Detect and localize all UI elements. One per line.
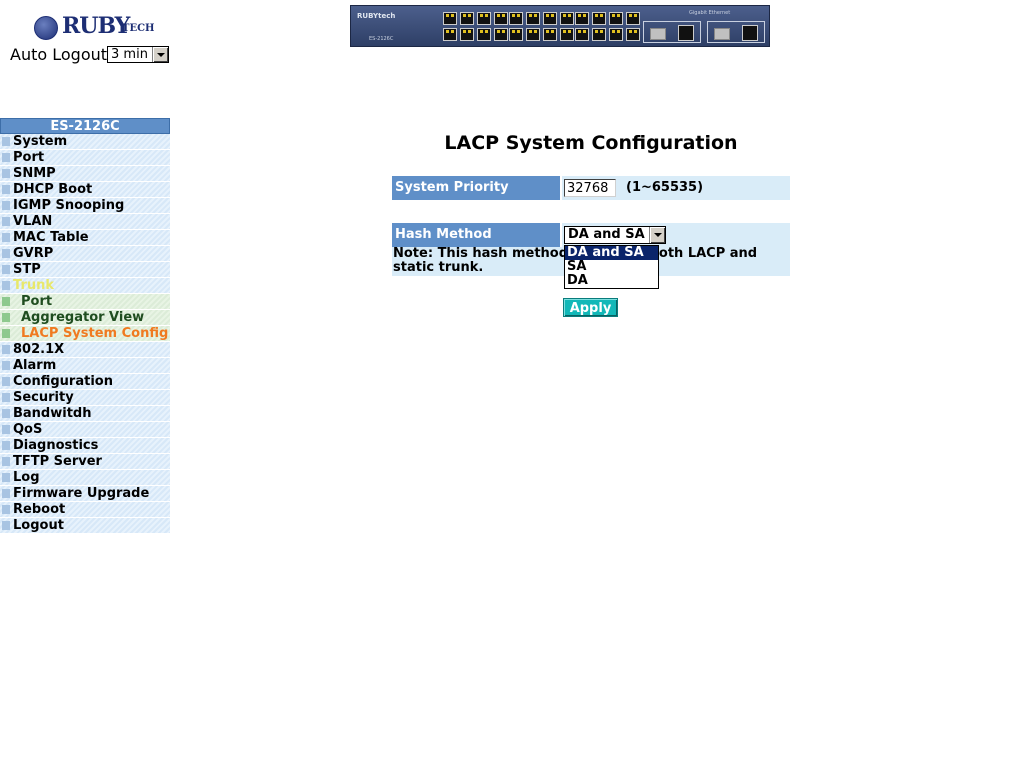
ethernet-port-icon bbox=[575, 12, 589, 25]
sfp-slot-icon bbox=[650, 28, 666, 40]
auto-logout: Auto Logout 3 min bbox=[10, 45, 169, 64]
system-priority-row: System Priority (1~65535) bbox=[392, 176, 790, 200]
hash-method-value: DA and SA bbox=[568, 227, 645, 242]
ethernet-port-icon bbox=[509, 12, 523, 25]
ethernet-port-icon bbox=[592, 28, 606, 41]
port-group-2 bbox=[509, 12, 574, 42]
sidebar-item-trunk[interactable]: Trunk bbox=[0, 278, 170, 294]
ethernet-port-icon bbox=[526, 12, 540, 25]
auto-logout-select[interactable]: 3 min bbox=[107, 46, 169, 63]
sidebar-item-gvrp[interactable]: GVRP bbox=[0, 246, 170, 262]
sidebar-item-igmp-snooping[interactable]: IGMP Snooping bbox=[0, 198, 170, 214]
sidebar-item-reboot[interactable]: Reboot bbox=[0, 502, 170, 518]
hash-method-select[interactable]: DA and SA bbox=[564, 226, 666, 244]
gigabit-port-1 bbox=[643, 21, 701, 43]
sidebar-item-logout[interactable]: Logout bbox=[0, 518, 170, 534]
sidebar-item-vlan[interactable]: VLAN bbox=[0, 214, 170, 230]
chevron-down-icon[interactable] bbox=[151, 47, 168, 62]
ethernet-port-icon bbox=[626, 12, 640, 25]
system-priority-range: (1~65535) bbox=[626, 180, 704, 195]
sidebar-item-diagnostics[interactable]: Diagnostics bbox=[0, 438, 170, 454]
ethernet-port-icon bbox=[460, 12, 474, 25]
chevron-down-icon[interactable] bbox=[648, 227, 665, 243]
sidebar-item-snmp[interactable]: SNMP bbox=[0, 166, 170, 182]
device-logo: RUBYtech bbox=[357, 12, 396, 20]
sidebar-item-stp[interactable]: STP bbox=[0, 262, 170, 278]
ethernet-port-icon bbox=[477, 12, 491, 25]
system-priority-input[interactable] bbox=[564, 179, 616, 197]
logo-brand-suffix: TECH bbox=[122, 23, 155, 34]
ethernet-port-icon bbox=[575, 28, 589, 41]
sidebar-item-firmware-upgrade[interactable]: Firmware Upgrade bbox=[0, 486, 170, 502]
logo-emblem-icon bbox=[34, 16, 58, 40]
ethernet-port-icon bbox=[609, 12, 623, 25]
sidebar-item-8021x[interactable]: 802.1X bbox=[0, 342, 170, 358]
port-group-3 bbox=[575, 12, 640, 42]
ethernet-port-icon bbox=[560, 28, 574, 41]
hash-method-dropdown-list: DA and SA SA DA bbox=[564, 245, 659, 289]
sidebar-nav: ES-2126C System Port SNMP DHCP Boot IGMP… bbox=[0, 118, 170, 534]
ethernet-port-icon bbox=[460, 28, 474, 41]
ethernet-port-icon bbox=[543, 12, 557, 25]
ethernet-port-icon bbox=[477, 28, 491, 41]
sidebar-item-tftp-server[interactable]: TFTP Server bbox=[0, 454, 170, 470]
sidebar-item-bandwidth[interactable]: Bandwitdh bbox=[0, 406, 170, 422]
sidebar-header: ES-2126C bbox=[0, 118, 170, 134]
ethernet-port-icon bbox=[626, 28, 640, 41]
ethernet-port-icon bbox=[443, 28, 457, 41]
switch-front-panel-image: RUBYtech ES-2126C Gigabit Ethernet bbox=[350, 5, 770, 47]
ethernet-port-icon bbox=[678, 25, 694, 41]
ethernet-port-icon bbox=[592, 12, 606, 25]
sidebar-item-security[interactable]: Security bbox=[0, 390, 170, 406]
ethernet-port-icon bbox=[509, 28, 523, 41]
ethernet-port-icon bbox=[560, 12, 574, 25]
sidebar-item-log[interactable]: Log bbox=[0, 470, 170, 486]
sidebar-item-mac-table[interactable]: MAC Table bbox=[0, 230, 170, 246]
sidebar-subitem-trunk-port[interactable]: Port bbox=[0, 294, 170, 310]
ethernet-port-icon bbox=[494, 12, 508, 25]
sidebar-item-configuration[interactable]: Configuration bbox=[0, 374, 170, 390]
hash-option-sa[interactable]: SA bbox=[567, 259, 587, 274]
device-model-label: ES-2126C bbox=[369, 36, 394, 42]
ethernet-port-icon bbox=[742, 25, 758, 41]
auto-logout-label: Auto Logout bbox=[10, 45, 108, 64]
sidebar-item-dhcp-boot[interactable]: DHCP Boot bbox=[0, 182, 170, 198]
auto-logout-value: 3 min bbox=[111, 47, 148, 62]
sfp-slot-icon bbox=[714, 28, 730, 40]
gigabit-port-2 bbox=[707, 21, 765, 43]
sidebar-item-alarm[interactable]: Alarm bbox=[0, 358, 170, 374]
sidebar-item-qos[interactable]: QoS bbox=[0, 422, 170, 438]
logo-brand-text: RUBY bbox=[62, 13, 130, 39]
sidebar-subitem-lacp-system-config[interactable]: LACP System Config bbox=[0, 326, 170, 342]
sidebar-item-system[interactable]: System bbox=[0, 134, 170, 150]
hash-method-label: Hash Method bbox=[392, 223, 562, 247]
apply-button[interactable]: Apply bbox=[563, 298, 618, 317]
sidebar-subitem-aggregator-view[interactable]: Aggregator View bbox=[0, 310, 170, 326]
ethernet-port-icon bbox=[443, 12, 457, 25]
system-priority-label: System Priority bbox=[392, 176, 562, 200]
hash-option-da[interactable]: DA bbox=[567, 273, 588, 288]
ethernet-port-icon bbox=[543, 28, 557, 41]
ethernet-port-icon bbox=[526, 28, 540, 41]
hash-option-da-and-sa[interactable]: DA and SA bbox=[565, 246, 658, 260]
ethernet-port-icon bbox=[494, 28, 508, 41]
hash-method-row: Hash Method DA and SA bbox=[392, 223, 790, 247]
ethernet-port-icon bbox=[609, 28, 623, 41]
gigabit-label: Gigabit Ethernet bbox=[689, 10, 731, 16]
page-title: LACP System Configuration bbox=[444, 132, 738, 154]
rubytech-logo: RUBY TECH bbox=[34, 12, 154, 42]
sidebar-item-port[interactable]: Port bbox=[0, 150, 170, 166]
port-group-1 bbox=[443, 12, 508, 42]
